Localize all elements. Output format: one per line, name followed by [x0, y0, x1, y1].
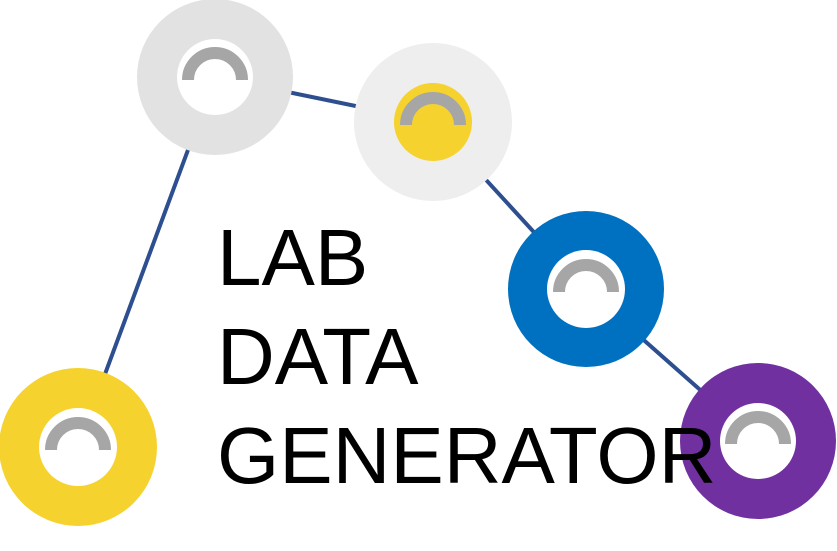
title-line-3: GENERATOR — [217, 411, 716, 500]
title: LAB DATA GENERATOR — [217, 213, 716, 500]
node-top-middle — [354, 43, 512, 201]
arc-icon — [400, 92, 466, 126]
title-line-1: LAB — [217, 213, 368, 302]
node-top-left — [137, 0, 293, 155]
arc-icon — [725, 411, 791, 445]
title-line-2: DATA — [217, 312, 419, 401]
node-purple — [680, 363, 836, 519]
arc-icon — [45, 417, 111, 451]
arc-icon — [182, 47, 248, 81]
node-yellow-bottom-left — [0, 368, 157, 526]
node-blue — [508, 211, 664, 367]
arc-icon — [553, 259, 619, 293]
